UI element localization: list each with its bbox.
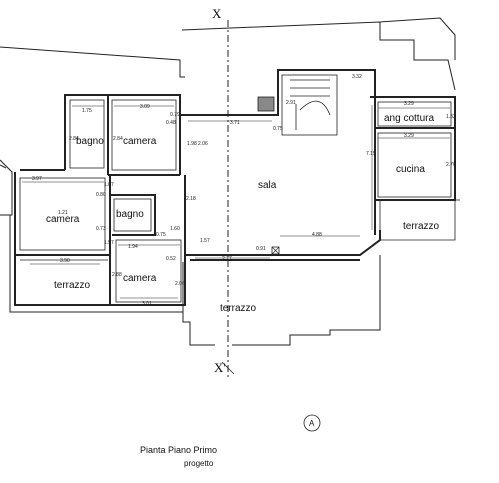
section-label-top: X [212, 6, 222, 21]
stair [257, 74, 338, 136]
marker-circle [303, 414, 321, 432]
dim-label: 7.15 [366, 151, 376, 157]
plan-title: Pianta Piano Primo [140, 445, 217, 455]
marker-label: A [309, 419, 315, 428]
dim-label: 0.91 [256, 246, 266, 252]
dim-label: 2.06 [198, 141, 208, 147]
roof-outline [0, 17, 456, 216]
dim-label: 0.79 [170, 112, 180, 118]
dim-label: 3.32 [352, 74, 362, 80]
room-label-ang-cottura: ang cottura [384, 113, 434, 124]
dim-label: 2.18 [186, 196, 196, 202]
section-label-bottom: X' [214, 360, 226, 375]
dim-label: 1.98 [187, 141, 197, 147]
dim-label: 1.32 [446, 114, 456, 120]
dim-label: 1.07 [104, 182, 114, 188]
dim-label: 3.29 [404, 101, 414, 107]
room-label-terrazzo-center: terrazzo [220, 303, 257, 314]
dim-label: 4.88 [312, 232, 322, 238]
room-label-bagno-top: bagno [76, 136, 104, 147]
dim-label: 1.75 [82, 108, 92, 114]
terrace-outline [9, 215, 381, 346]
upper-left-walls [20, 94, 181, 176]
room-label-camera-bottom: camera [123, 273, 157, 284]
dim-label: 1.57 [200, 238, 210, 244]
room-label-camera-top: camera [123, 136, 157, 147]
plan-subtitle: progetto [184, 459, 214, 468]
dim-label: 3.01 [142, 301, 152, 307]
dim-label: 3.97 [32, 176, 42, 182]
dim-label: 0.75 [156, 232, 166, 238]
room-label-cucina: cucina [396, 164, 425, 175]
dim-label: 0.80 [96, 192, 106, 198]
dim-label: 3.90 [60, 258, 70, 264]
room-label-bagno-mid: bagno [116, 209, 144, 220]
sala-walls [179, 69, 381, 261]
dim-label: 0.73 [96, 226, 106, 232]
room-label-terrazzo-right: terrazzo [403, 221, 440, 232]
dim-label: 1.57 [104, 240, 114, 246]
dim-label: 2.06 [175, 281, 185, 287]
room-label-terrazzo-left: terrazzo [54, 280, 91, 291]
dim-label: 0.52 [166, 256, 176, 262]
dim-label: 2.84 [113, 136, 123, 142]
dim-label: 1.21 [58, 210, 68, 216]
left-walls [14, 172, 186, 306]
dim-label: 1.60 [170, 226, 180, 232]
dim-label: 2.88 [112, 272, 122, 278]
room-label-sala: sala [258, 180, 277, 191]
dim-label: 2.76 [446, 162, 456, 168]
dim-label: 2.84 [69, 136, 79, 142]
right-walls [370, 96, 456, 201]
dim-label: 3.29 [404, 133, 414, 139]
dim-label: 2.77 [222, 256, 232, 262]
dim-label: 2.91 [286, 100, 296, 106]
room-label-camera-left: camera [46, 214, 80, 225]
dim-label: 1.94 [128, 244, 138, 250]
dim-label: 3.71 [230, 120, 240, 126]
dim-label: 3.09 [140, 104, 150, 110]
dim-label: 0.75 [273, 126, 283, 132]
dim-label: 0.48 [166, 120, 176, 126]
